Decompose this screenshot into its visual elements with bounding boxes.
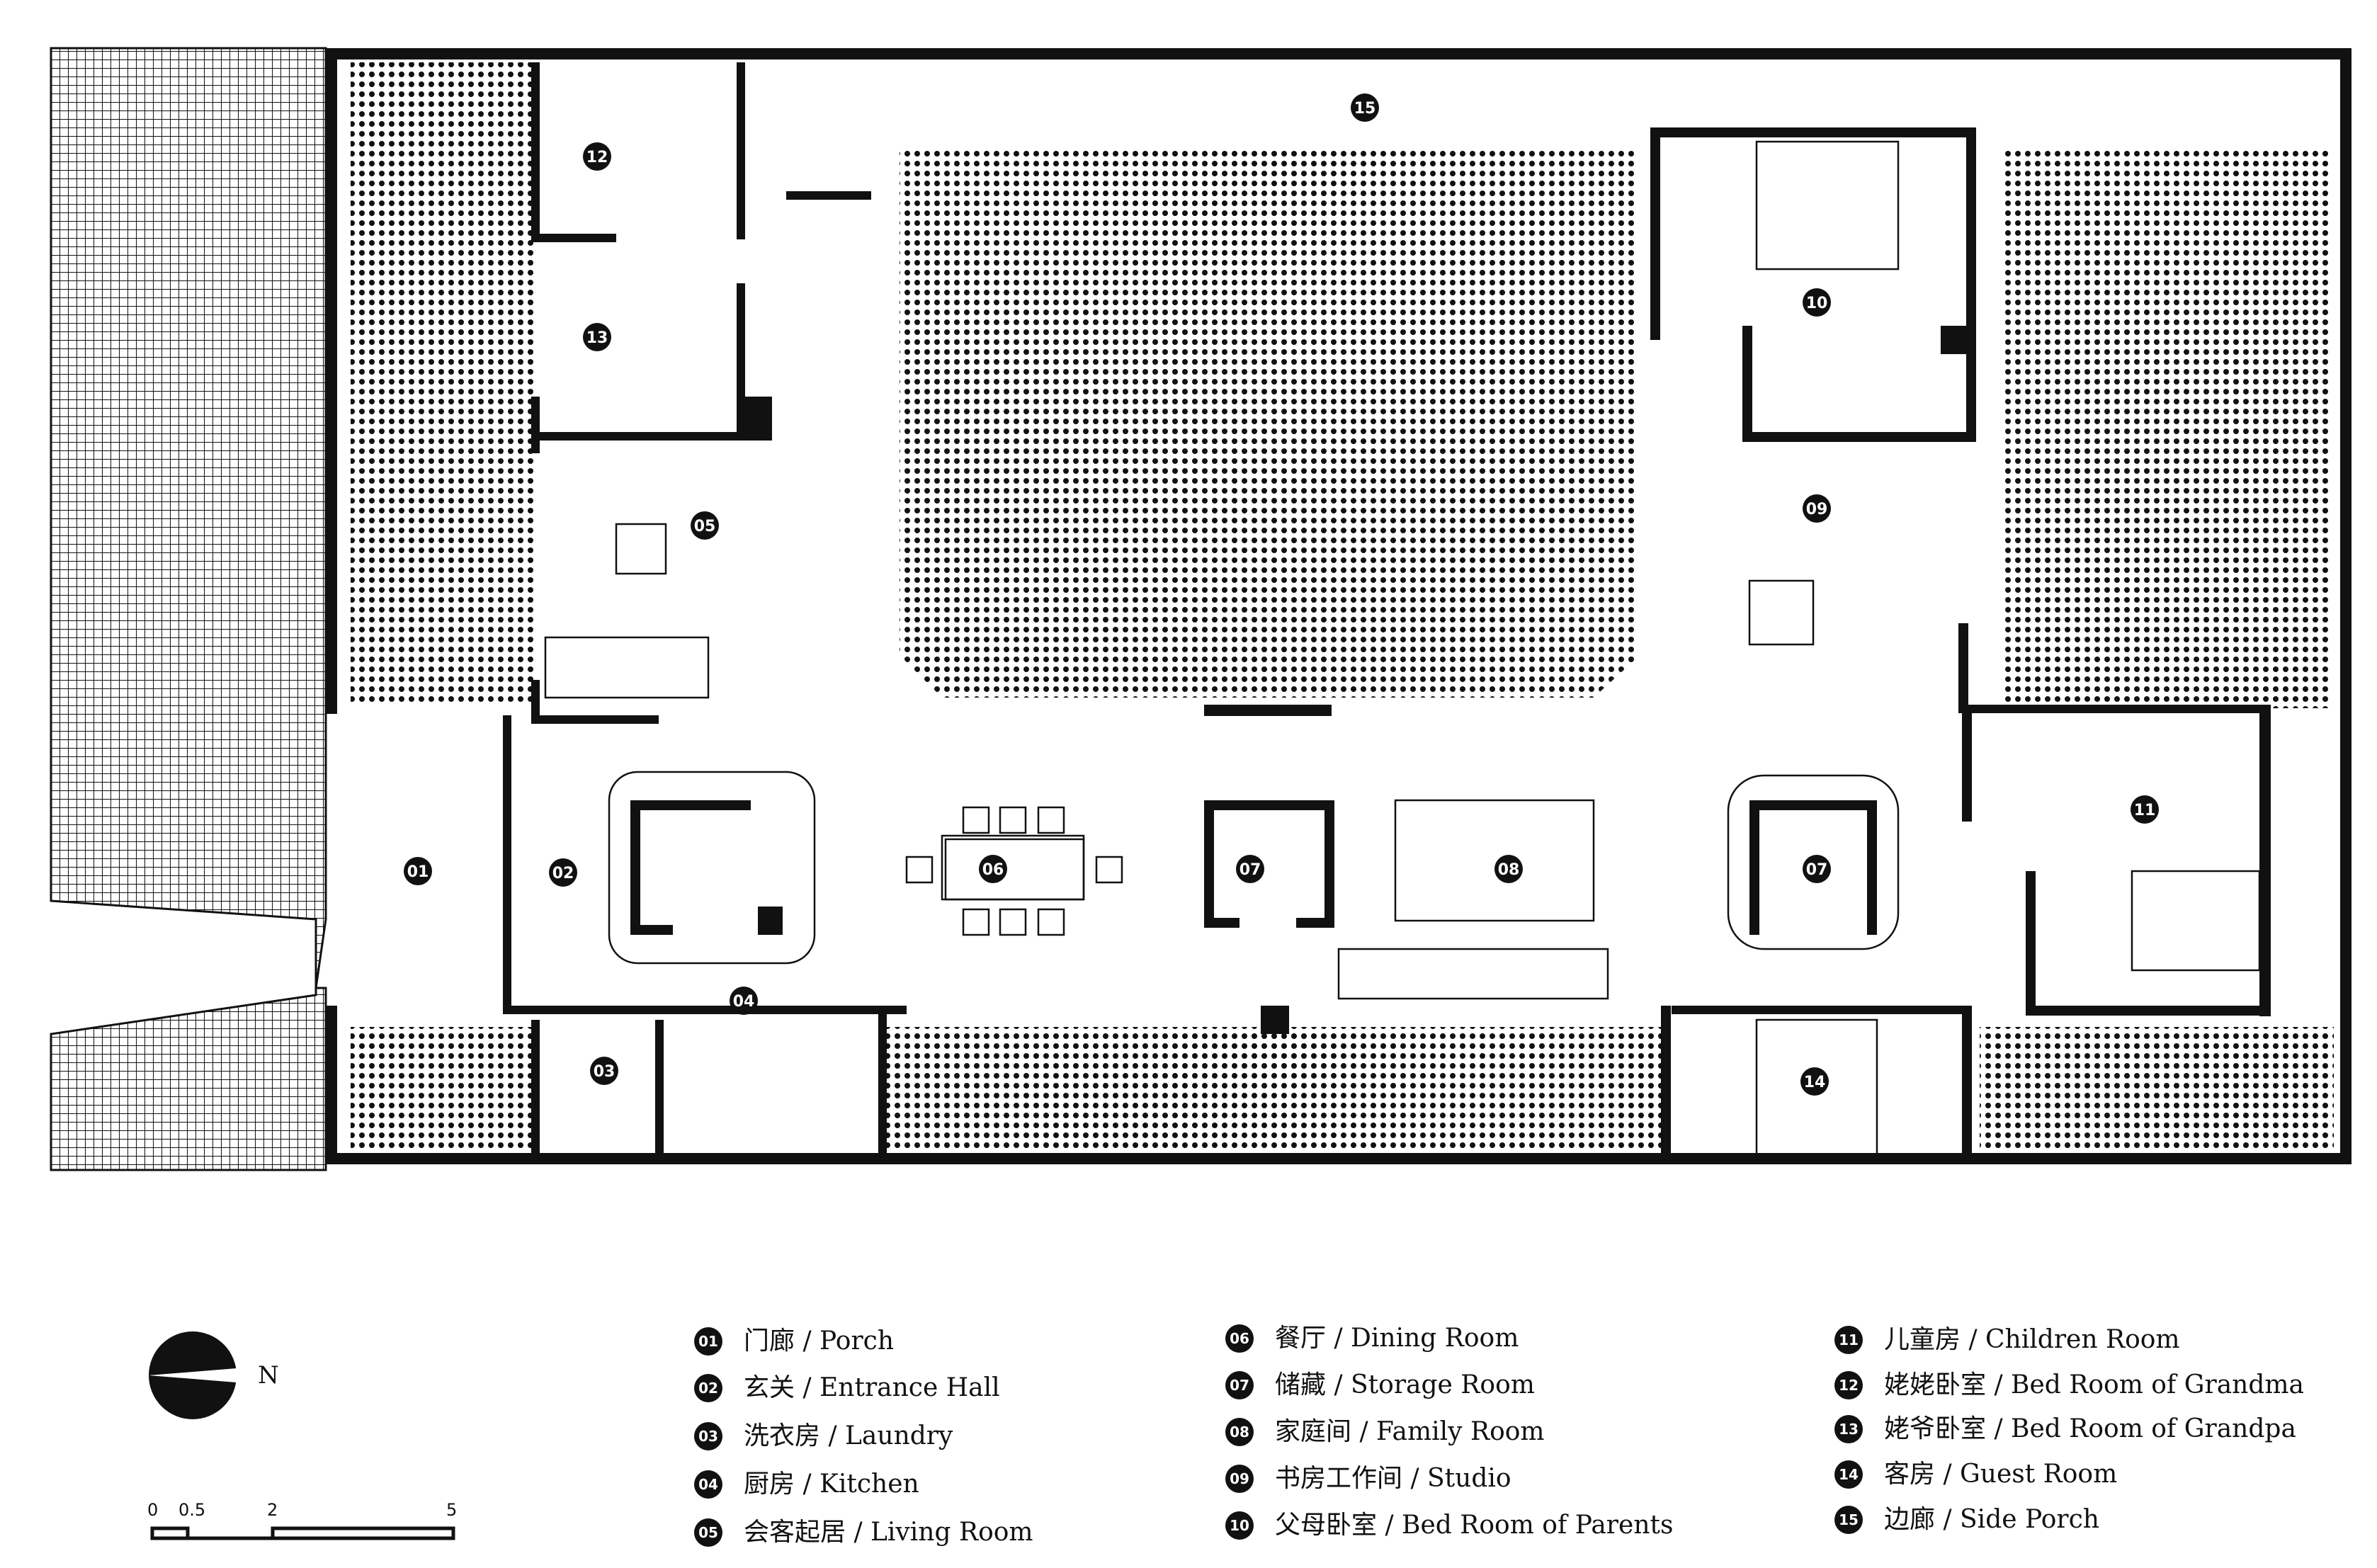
room-tag-12: 12 — [583, 142, 611, 171]
room-tag-10: 10 — [1803, 288, 1831, 317]
room-tag-14: 14 — [1800, 1067, 1829, 1096]
room-tag-06: 06 — [979, 855, 1007, 883]
svg-text:01: 01 — [407, 863, 429, 881]
svg-text:03: 03 — [594, 1063, 615, 1081]
room-tag-05: 05 — [691, 511, 719, 540]
scale-tick-0-5: 0.5 — [178, 1500, 206, 1520]
svg-text:09: 09 — [1806, 501, 1828, 518]
scale-tick-0: 0 — [147, 1500, 159, 1520]
exterior-walls — [326, 48, 2352, 1164]
svg-text:02: 02 — [552, 865, 574, 882]
room-tag-09: 09 — [1803, 494, 1831, 523]
svg-text:08: 08 — [1498, 861, 1520, 879]
room-tag-01: 01 — [404, 857, 432, 885]
room-tag-11: 11 — [2131, 795, 2159, 824]
svg-text:07: 07 — [1806, 861, 1828, 879]
scale-tick-5: 5 — [446, 1500, 458, 1520]
room-tag-15: 15 — [1351, 93, 1379, 122]
room-tag-02: 02 — [549, 858, 577, 887]
svg-text:13: 13 — [586, 329, 608, 347]
north-arrow-icon — [149, 1331, 237, 1419]
courtyard-east — [2004, 149, 2330, 708]
storage-walls — [630, 800, 1877, 935]
svg-text:05: 05 — [694, 518, 716, 535]
room-tag-03: 03 — [590, 1057, 618, 1085]
svg-text:15: 15 — [1354, 100, 1376, 118]
courtyard-south-center — [885, 1027, 1661, 1151]
room-tag-08: 08 — [1494, 855, 1523, 883]
room-tag-07a: 07 — [1236, 855, 1264, 883]
svg-text:06: 06 — [982, 861, 1004, 879]
north-label: N — [258, 1361, 279, 1390]
svg-text:07: 07 — [1239, 861, 1261, 879]
room-tags: 01 02 03 04 05 06 07 07 08 09 10 11 12 1… — [404, 93, 2159, 1096]
scale-tick-2: 2 — [267, 1500, 278, 1520]
courtyard-central — [900, 149, 1636, 698]
svg-text:12: 12 — [586, 149, 608, 166]
courtyard-southeast — [1980, 1027, 2334, 1151]
svg-text:11: 11 — [2134, 802, 2156, 819]
dining-set — [905, 806, 1123, 936]
room-tag-07b: 07 — [1803, 855, 1831, 883]
interior-walls — [503, 62, 2271, 1161]
svg-text:10: 10 — [1806, 295, 1828, 312]
svg-text:14: 14 — [1804, 1074, 1826, 1091]
room-tag-04: 04 — [730, 987, 758, 1015]
courtyard-west-north — [351, 62, 535, 703]
room-tag-13: 13 — [583, 323, 611, 351]
courtyard-west-south — [351, 1027, 535, 1151]
furniture — [544, 140, 2261, 1156]
street-paving — [50, 47, 327, 1171]
svg-text:04: 04 — [733, 993, 755, 1011]
scale-bar — [150, 1526, 455, 1540]
